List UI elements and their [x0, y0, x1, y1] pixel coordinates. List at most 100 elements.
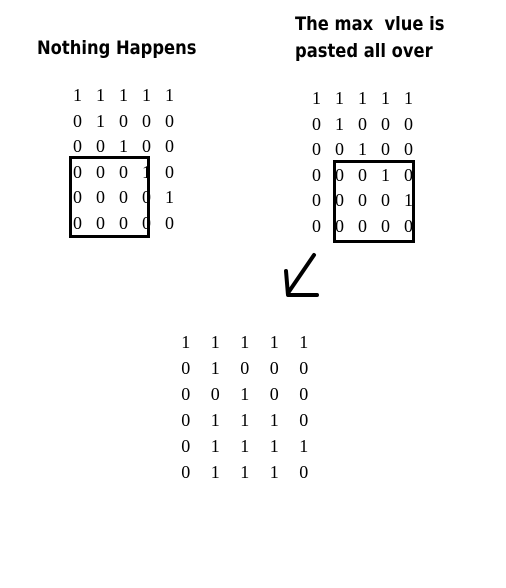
matrix-cell: 0 [358, 113, 367, 134]
matrix-cell: 1 [381, 88, 390, 108]
matrix-cell: 0 [73, 110, 82, 131]
matrix-cell: 0 [358, 164, 367, 185]
matrix-cell: 0 [299, 384, 309, 404]
matrix-cell: 1 [381, 164, 390, 185]
matrix-cell: 0 [312, 139, 321, 159]
matrix-cell: 0 [299, 358, 309, 378]
matrix-cell: 0 [181, 410, 191, 430]
matrix-cell: 0 [119, 187, 128, 207]
arrow-down-left-icon [284, 253, 319, 297]
matrix-cell: 0 [358, 215, 367, 236]
matrix-cell: 0 [96, 161, 105, 182]
matrix-cell: 1 [73, 85, 82, 105]
matrix-cell: 1 [210, 332, 220, 352]
matrix-cell: 0 [142, 187, 151, 207]
max-value-title-line-1: The max vlue is [295, 13, 445, 35]
matrix-cell: 0 [358, 190, 367, 210]
matrix-cell: 0 [142, 136, 151, 156]
matrix-cell: 1 [210, 462, 220, 482]
matrix-cell: 1 [181, 332, 191, 352]
matrix-cell: 1 [299, 436, 309, 456]
matrix-cell: 0 [404, 113, 413, 134]
matrix-cell: 1 [142, 85, 151, 105]
matrix-cell: 1 [404, 190, 413, 210]
matrix-cell: 1 [119, 85, 128, 105]
matrix-cell: 0 [96, 212, 105, 233]
matrix-cell: 0 [119, 110, 128, 131]
matrix-cell: 0 [119, 161, 128, 182]
matrix-cell: 1 [210, 358, 220, 378]
matrix-cell: 0 [335, 164, 344, 185]
matrix-cell: 1 [210, 436, 220, 456]
right-window-box [333, 160, 415, 243]
matrix-cell: 1 [404, 88, 413, 108]
matrix-cell: 0 [269, 358, 279, 378]
matrix-cell: 0 [312, 215, 321, 236]
matrix-cell: 0 [404, 215, 413, 236]
matrix-cell: 0 [312, 164, 321, 185]
matrix-cell: 1 [335, 113, 344, 134]
matrix-cell: 1 [240, 384, 250, 404]
matrix-cell: 0 [181, 436, 191, 456]
matrix-cell: 0 [73, 187, 82, 207]
matrix-cell: 1 [210, 410, 220, 430]
matrix-cell: 1 [358, 139, 367, 159]
matrix-cell: 1 [269, 332, 279, 352]
matrix-cell: 0 [181, 358, 191, 378]
matrix-cell: 0 [165, 212, 174, 233]
matrix-cell: 1 [142, 161, 151, 182]
matrix-cell: 0 [240, 358, 250, 378]
matrix-cell: 0 [269, 384, 279, 404]
matrix-cell: 0 [73, 136, 82, 156]
matrix-cell: 1 [165, 85, 174, 105]
matrix-cell: 0 [181, 462, 191, 482]
matrix-cell: 1 [240, 410, 250, 430]
matrix-cell: 1 [269, 410, 279, 430]
matrix-cell: 0 [404, 139, 413, 159]
matrix-cell: 1 [240, 436, 250, 456]
matrix-cell: 1 [335, 88, 344, 108]
matrix-cell: 0 [335, 215, 344, 236]
max-value-title-line-2: pasted all over [295, 40, 433, 62]
nothing-happens-title: Nothing Happens [37, 37, 197, 59]
matrix-cell: 1 [240, 462, 250, 482]
matrix-cell: 1 [96, 110, 105, 131]
matrix-cell: 0 [381, 139, 390, 159]
matrix-cell: 0 [404, 164, 413, 185]
matrix-cell: 1 [240, 332, 250, 352]
matrix-cell: 0 [96, 187, 105, 207]
matrix-cell: 1 [299, 332, 309, 352]
matrix-cell: 0 [165, 110, 174, 131]
matrix-cell: 0 [181, 384, 191, 404]
matrix-cell: 0 [381, 113, 390, 134]
matrix-cell: 0 [165, 136, 174, 156]
matrix-cell: 1 [312, 88, 321, 108]
matrix-cell: 0 [142, 110, 151, 131]
max-value-title: The max vlue is pasted all over [295, 11, 445, 65]
matrix-cell: 0 [96, 136, 105, 156]
matrix-cell: 0 [119, 212, 128, 233]
matrix-cell: 0 [165, 161, 174, 182]
matrix-cell: 0 [210, 384, 220, 404]
matrix-cell: 0 [312, 190, 321, 210]
matrix-cell: 1 [269, 436, 279, 456]
matrix-cell: 0 [299, 462, 309, 482]
matrix-cell: 0 [312, 113, 321, 134]
matrix-cell: 0 [73, 161, 82, 182]
